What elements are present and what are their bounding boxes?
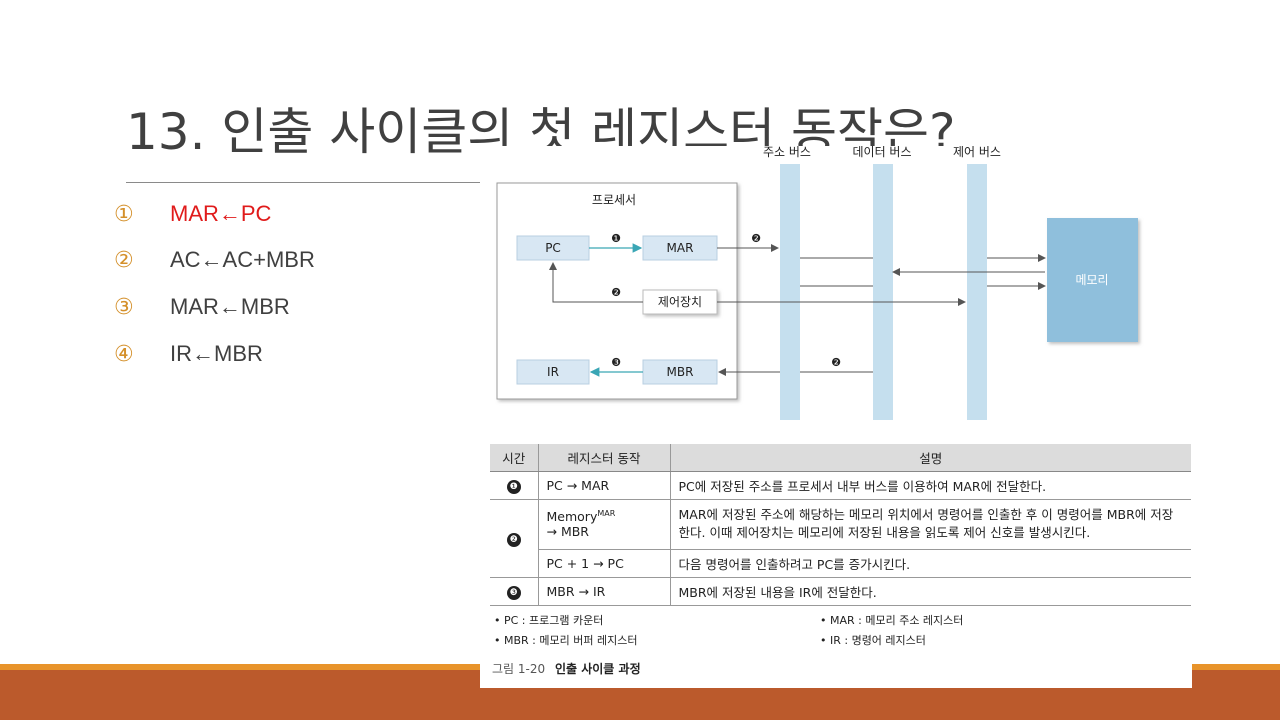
option-number: ③: [114, 294, 134, 320]
fetch-cycle-diagram: 주소 버스 데이터 버스 제어 버스 프로세서 PC MAR 제어장치 IR M…: [496, 146, 1138, 420]
slide-title: 13. 인출 사이클의 첫 레지스터 동작은?: [126, 103, 956, 154]
step-marker: ❸: [611, 356, 621, 369]
pc-label: PC: [545, 241, 561, 255]
option-3: ③ MAR←MBR: [114, 289, 290, 325]
operation-cell: MBR → IR: [537, 577, 670, 606]
time-cell: ❷: [490, 499, 538, 578]
note-mbr: • MBR : 메모리 버퍼 레지스터: [494, 634, 638, 647]
operation-cell: PC → MAR: [537, 471, 670, 500]
operation-cell: PC + 1 → PC: [537, 549, 670, 578]
operation-cell: MemoryMAR → MBR: [537, 499, 670, 550]
mar-label: MAR: [667, 241, 694, 255]
header-description: 설명: [669, 444, 1191, 472]
processor-label: 프로세서: [592, 193, 636, 207]
control-bus-label: 제어 버스: [953, 146, 1001, 159]
option-4: ④ IR←MBR: [114, 336, 263, 372]
fetch-cycle-figure: 주소 버스 데이터 버스 제어 버스 프로세서 PC MAR 제어장치 IR M…: [480, 146, 1192, 688]
control-bus: [967, 164, 987, 420]
ir-label: IR: [547, 365, 559, 379]
table-row: PC + 1 → PC 다음 명령어를 인출하려고 PC를 증가시킨다.: [490, 549, 1191, 578]
option-text: MAR←PC: [170, 201, 272, 226]
memory-label: 메모리: [1075, 273, 1108, 287]
pc-register: [516, 235, 590, 261]
data-bus: [873, 164, 893, 420]
operation-superscript: MAR: [597, 508, 616, 518]
title-divider: [126, 182, 486, 183]
option-number: ②: [114, 247, 134, 273]
description-cell: PC에 저장된 주소를 프로세서 내부 버스를 이용하여 MAR에 전달한다.: [669, 471, 1191, 500]
pc-increment-arrow: [549, 262, 643, 303]
note-ir: • IR : 명령어 레지스터: [820, 634, 926, 647]
table-header: 시간 레지스터 동작 설명: [490, 444, 1191, 472]
option-text: AC←AC+MBR: [170, 247, 315, 272]
address-bus: [780, 164, 800, 420]
description-cell: 다음 명령어를 인출하려고 PC를 증가시킨다.: [669, 549, 1191, 578]
note-pc: • PC : 프로그램 카운터: [494, 614, 604, 627]
option-text: IR←MBR: [170, 341, 263, 366]
data-bus-label: 데이터 버스: [852, 146, 911, 159]
step-marker: ❷: [831, 356, 841, 369]
step-marker: ❶: [611, 232, 621, 245]
mar-register: [642, 235, 718, 261]
register-operation-table: 시간 레지스터 동작 설명 ❶ PC → MAR PC에 저장된 주소를 프로세…: [490, 444, 1191, 606]
step-marker: ❷: [751, 232, 761, 245]
operation-main: Memory: [546, 509, 598, 525]
mbr-label: MBR: [667, 365, 694, 379]
caption-text: 인출 사이클 과정: [554, 662, 641, 676]
step-marker: ❸: [506, 585, 521, 600]
option-number: ④: [114, 341, 134, 367]
table-row: ❶ PC → MAR PC에 저장된 주소를 프로세서 내부 버스를 이용하여 …: [490, 471, 1191, 500]
option-number: ①: [114, 201, 134, 227]
control-unit-label: 제어장치: [658, 295, 702, 309]
control-unit-box: [642, 289, 718, 315]
header-time: 시간: [490, 444, 538, 472]
header-operation: 레지스터 동작: [537, 444, 670, 472]
operation-tail: → MBR: [546, 524, 590, 540]
step-marker: ❷: [611, 286, 621, 299]
option-1: ① MAR←PC: [114, 196, 271, 232]
caption-number: 그림 1-20: [492, 662, 546, 676]
time-cell: ❶: [490, 471, 538, 500]
table-row: ❷ MemoryMAR → MBR MAR에 저장된 주소에 해당하는 메모리 …: [490, 499, 1191, 578]
time-cell: ❸: [490, 577, 538, 606]
description-cell: MAR에 저장된 주소에 해당하는 메모리 위치에서 명령어를 인출한 후 이 …: [669, 499, 1191, 550]
address-bus-label: 주소 버스: [763, 146, 811, 159]
step-marker: ❶: [506, 479, 521, 494]
note-mar: • MAR : 메모리 주소 레지스터: [820, 614, 964, 627]
description-cell: MBR에 저장된 내용을 IR에 전달한다.: [669, 577, 1191, 606]
option-text: MAR←MBR: [170, 294, 290, 319]
step-marker: ❷: [506, 532, 521, 547]
ir-register: [516, 359, 590, 385]
figure-caption: 그림 1-20 인출 사이클 과정: [492, 660, 641, 677]
table-row: ❸ MBR → IR MBR에 저장된 내용을 IR에 전달한다.: [490, 577, 1191, 606]
option-2: ② AC←AC+MBR: [114, 242, 315, 278]
memory-block: [1047, 218, 1138, 342]
